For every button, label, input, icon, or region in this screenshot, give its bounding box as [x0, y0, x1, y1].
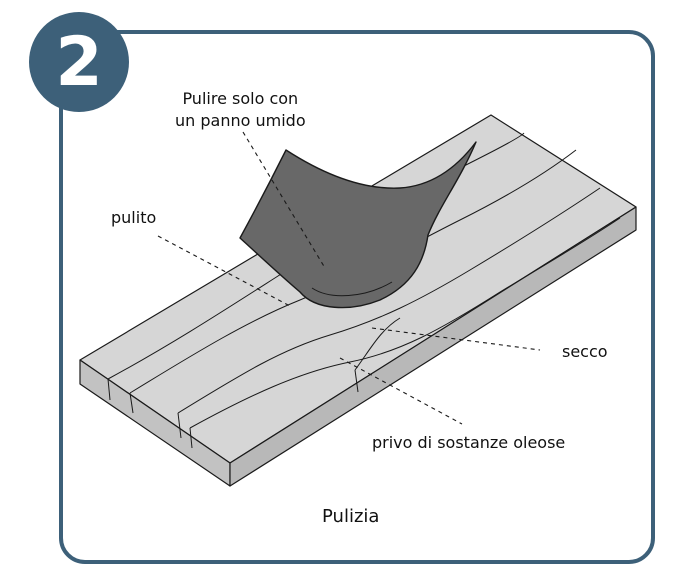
leader-lines: [157, 131, 541, 425]
leader-oil: [339, 357, 463, 425]
label-cloth-instruction: Pulire solo con un panno umido: [175, 88, 306, 132]
end-grain: [107, 369, 359, 449]
label-cloth-line2: un panno umido: [175, 111, 306, 130]
wooden-board-side: [229, 206, 637, 487]
damp-cloth: [239, 141, 477, 309]
cloth-fold: [311, 281, 393, 297]
caption-title: Pulizia: [322, 506, 380, 527]
label-oil-free: privo di sostanze oleose: [372, 433, 566, 452]
leader-cloth: [242, 131, 326, 269]
step-number: 2: [55, 22, 103, 102]
step-number-badge: 2: [29, 12, 129, 112]
panel-frame: [59, 30, 655, 564]
label-cloth-line1: Pulire solo con: [182, 89, 299, 108]
leader-clean: [157, 235, 291, 307]
label-clean: pulito: [111, 208, 157, 227]
label-dry: secco: [562, 342, 608, 361]
